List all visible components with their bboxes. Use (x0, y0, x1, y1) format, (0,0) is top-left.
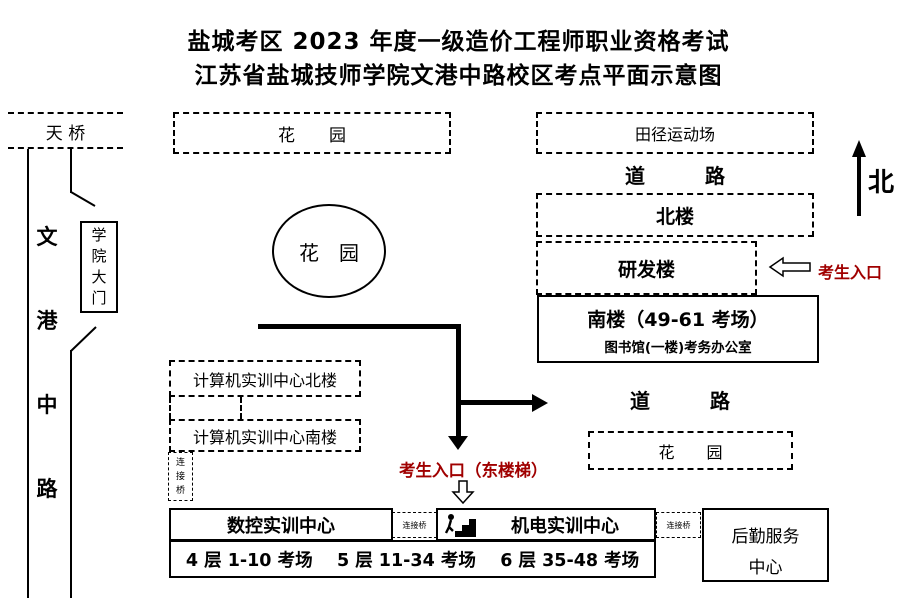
floors-box: 4 层 1-10 考场 5 层 11-34 考场 6 层 35-48 考场 (169, 540, 656, 578)
stairs-icon (444, 514, 476, 537)
road-name-char: 港 (36, 309, 58, 333)
south-building-box: 南楼（49-61 考场） 图书馆(一楼)考务办公室 (537, 295, 819, 363)
overpass-bottom-line (8, 147, 123, 149)
logistics-label-line1: 后勤服务 (731, 527, 800, 547)
garden-circle: 花 园 (272, 204, 386, 298)
road-left-line (27, 149, 29, 598)
bridge-vertical-box: 连 接 桥 (168, 452, 193, 501)
overpass-top-line (8, 112, 123, 114)
computer-connector-right-line (240, 397, 242, 419)
route-arrowhead-down (448, 436, 468, 450)
compass-north-label: 北 (868, 168, 895, 198)
gate-char: 学 (91, 226, 107, 244)
north-arrow-icon (852, 140, 866, 216)
road-name-char: 文 (36, 225, 58, 249)
logistics-center-box: 后勤服务 中心 (702, 508, 829, 582)
gate-char: 大 (91, 268, 107, 286)
garden-top-box: 花 园 (173, 112, 451, 154)
logistics-label-line2: 中心 (748, 558, 783, 578)
bridge-char: 桥 (175, 485, 185, 496)
computer-connector-left-line (169, 397, 171, 419)
road-upper-label: 道 路 (625, 163, 725, 188)
page-title-line2: 江苏省盐城技师学院文港中路校区考点平面示意图 (194, 63, 723, 89)
rd-building-box: 研发楼 (536, 241, 757, 295)
track-field-box: 田径运动场 (536, 112, 814, 154)
north-building-box: 北楼 (536, 193, 814, 237)
gate-char: 院 (91, 247, 107, 265)
overpass-label: 天 桥 (45, 123, 86, 144)
road-name-char: 中 (36, 393, 58, 417)
mech-center-label: 机电实训中心 (511, 515, 619, 537)
entrance-south-label: 考生入口（东楼梯） (399, 461, 548, 480)
bridge-small-box-1: 连接桥 (392, 512, 437, 538)
garden-lower-box: 花 园 (588, 431, 793, 470)
route-branch-line (458, 400, 534, 405)
entrance-east-label: 考生入口 (818, 263, 883, 282)
cnc-center-box: 数控实训中心 (169, 508, 393, 541)
bridge-char: 接 (175, 471, 185, 482)
computer-center-south-box: 计算机实训中心南楼 (169, 419, 361, 452)
road-lower-label: 道 路 (630, 388, 730, 413)
hollow-left-arrow-icon (768, 256, 811, 278)
route-line-horizontal (258, 324, 460, 329)
college-gate-box: 学 院 大 门 (80, 221, 118, 313)
mech-center-box: 机电实训中心 (436, 508, 656, 541)
south-building-title: 南楼（49-61 考场） (587, 309, 769, 331)
computer-center-north-box: 计算机实训中心北楼 (169, 360, 361, 397)
road-right-line-upper (70, 149, 72, 193)
route-line-vertical (456, 324, 461, 438)
road-name: 文 港 中 路 (34, 227, 60, 500)
hollow-down-arrow-icon (451, 480, 475, 505)
gate-char: 门 (91, 289, 107, 307)
page-title-line1: 盐城考区 2023 年度一级造价工程师职业资格考试 (187, 29, 730, 55)
bridge-char: 连 (175, 457, 185, 468)
route-arrowhead-right (532, 394, 548, 412)
bridge-small-box-2: 连接桥 (656, 512, 701, 538)
road-right-line-lower (70, 350, 72, 598)
road-name-char: 路 (36, 477, 58, 501)
south-building-sub: 图书馆(一楼)考务办公室 (604, 340, 752, 356)
